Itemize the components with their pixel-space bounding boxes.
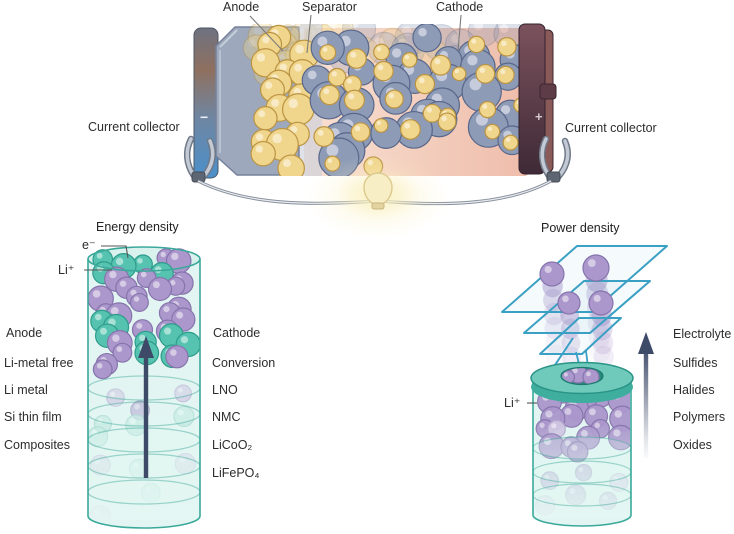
energy-increase-arrow xyxy=(138,336,154,478)
cathode-additive-particles xyxy=(313,35,528,176)
power-increase-arrow xyxy=(638,332,654,458)
list-item: Sulfides xyxy=(673,356,718,370)
lithium-ion-label-left: Li⁺ xyxy=(58,263,75,277)
list-item: Li metal xyxy=(4,383,48,397)
cylinder-top-ring xyxy=(530,361,634,403)
anode-label: Anode xyxy=(223,0,260,14)
positive-terminal-sign: + xyxy=(535,109,543,124)
list-item: Polymers xyxy=(673,410,726,424)
clamp-left-icon xyxy=(183,135,216,183)
label-pointer-lines xyxy=(249,14,462,54)
power-density-figure xyxy=(501,245,668,527)
list-item: LiFePO₄ xyxy=(212,466,260,480)
light-bulb-icon xyxy=(306,155,450,239)
cylinder-layer-seams-right xyxy=(532,436,632,507)
energy-density-cylinder xyxy=(84,245,201,529)
list-item: Oxides xyxy=(673,438,712,452)
negative-terminal-sign: − xyxy=(200,109,209,125)
dense-spheres xyxy=(88,248,200,380)
lithium-ion-label-right: Li⁺ xyxy=(504,396,521,410)
cathode-list-heading: Cathode xyxy=(213,326,261,340)
anode-list-heading: Anode xyxy=(6,326,43,340)
cathode-label: Cathode xyxy=(436,0,484,14)
electrolyte-list-heading: Electrolyte xyxy=(673,327,732,341)
list-item: NMC xyxy=(212,410,241,424)
electron-pointer-line xyxy=(101,245,129,259)
power-density-title: Power density xyxy=(541,221,620,235)
current-collector-right-label: Current collector xyxy=(565,121,657,135)
anode-plate-highlight xyxy=(219,29,238,48)
list-item: Halides xyxy=(673,383,715,397)
anode-particles xyxy=(250,24,320,176)
flying-ion-spheres xyxy=(539,254,614,316)
current-collector-left-label: Current collector xyxy=(88,120,180,134)
list-item: Composites xyxy=(4,438,70,452)
list-item: LNO xyxy=(212,383,238,397)
current-collector-right-plate xyxy=(518,23,557,175)
electron-label: e⁻ xyxy=(82,238,96,252)
energy-density-title: Energy density xyxy=(96,220,179,234)
separator-label: Separator xyxy=(302,0,357,14)
conduction-planes xyxy=(501,245,668,355)
list-item: Li-metal free xyxy=(4,356,74,370)
list-item: Si thin film xyxy=(4,410,62,424)
clamp-right-icon xyxy=(538,135,571,183)
list-item: Conversion xyxy=(212,356,276,370)
battery-illustration xyxy=(183,14,571,239)
list-item: LiCoO₂ xyxy=(212,438,253,452)
